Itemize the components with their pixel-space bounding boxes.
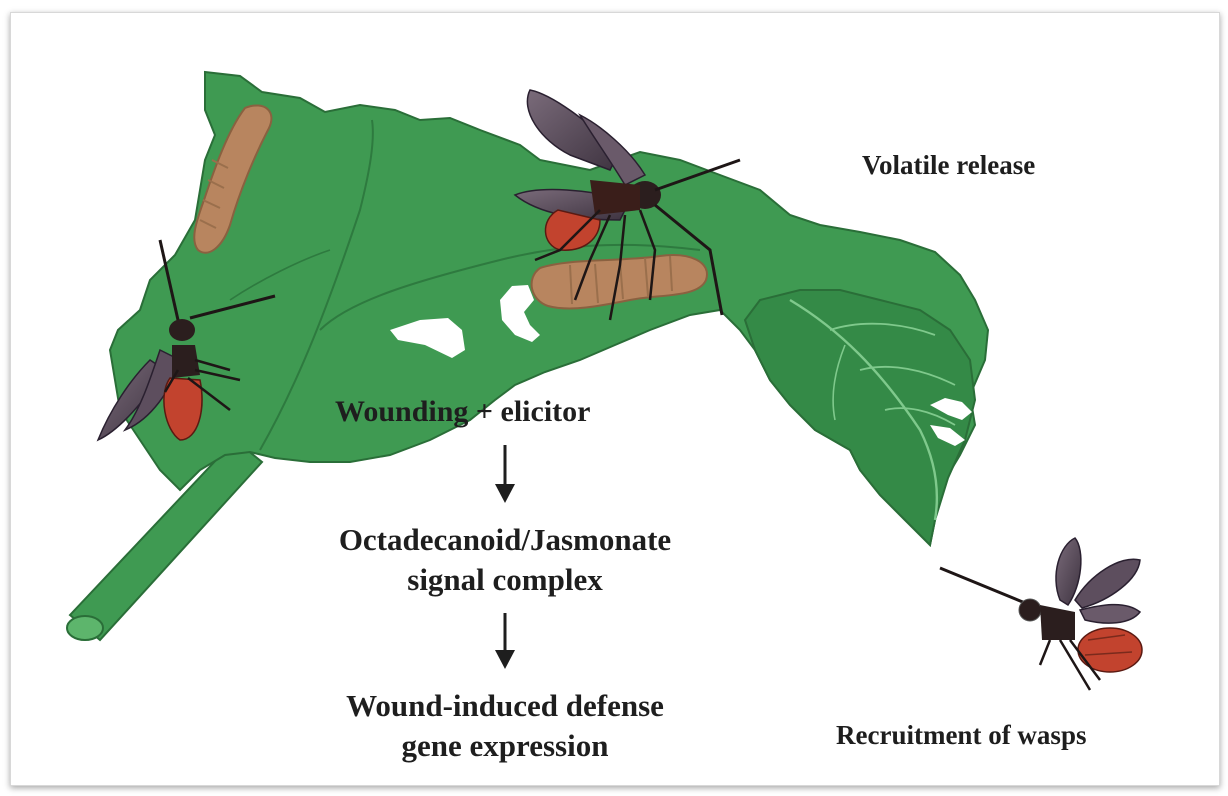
down-arrow-icon	[495, 445, 515, 503]
wounding-elicitor-label: Wounding + elicitor	[335, 395, 590, 429]
defense-expression-label: Wound-induced defense gene expression	[285, 686, 725, 766]
signal-complex-label: Octadecanoid/Jasmonate signal complex	[285, 520, 725, 600]
recruitment-label: Recruitment of wasps	[836, 720, 1086, 751]
wasp-icon	[940, 538, 1142, 690]
signal-line1: Octadecanoid/Jasmonate	[285, 520, 725, 560]
defense-line2: gene expression	[285, 726, 725, 766]
down-arrow-icon	[495, 613, 515, 669]
volatile-release-label: Volatile release	[862, 150, 1035, 181]
defense-line1: Wound-induced defense	[285, 686, 725, 726]
signal-line2: signal complex	[285, 560, 725, 600]
